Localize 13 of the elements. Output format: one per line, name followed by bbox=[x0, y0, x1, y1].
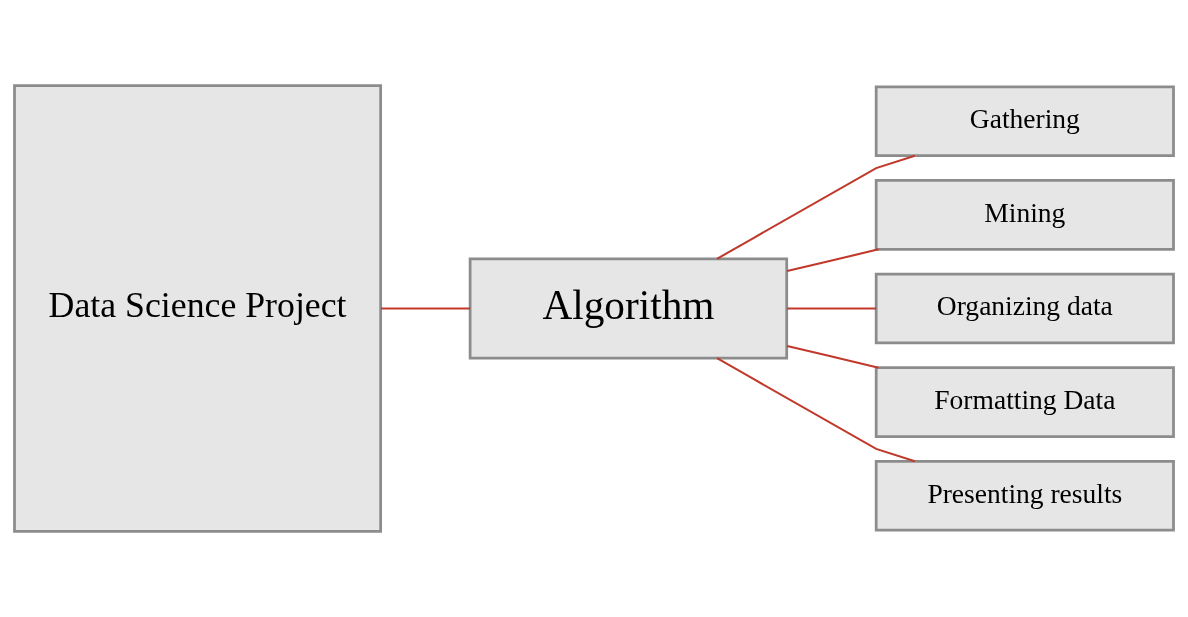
node-box: Algorithm bbox=[468, 257, 789, 360]
connector bbox=[786, 248, 879, 273]
connector bbox=[787, 307, 876, 310]
connector bbox=[716, 357, 916, 463]
node-box: Formatting Data bbox=[874, 366, 1175, 438]
node-box: Presenting results bbox=[874, 459, 1175, 532]
node-box: Gathering bbox=[874, 85, 1175, 158]
connector bbox=[381, 307, 471, 310]
connector bbox=[786, 344, 879, 369]
node-box: Data Science Project bbox=[13, 84, 382, 533]
node-box: Organizing data bbox=[874, 272, 1175, 345]
node-box: Mining bbox=[874, 179, 1175, 251]
connector bbox=[716, 154, 916, 260]
